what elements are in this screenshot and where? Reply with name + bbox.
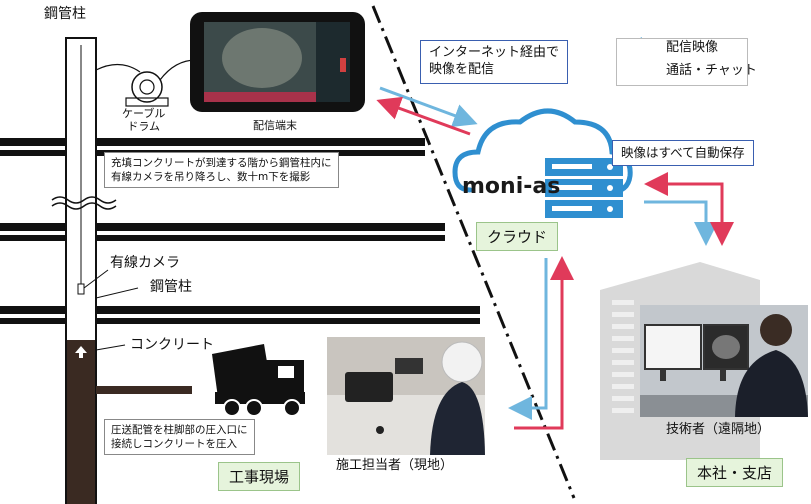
steel-column-label: 鋼管柱 — [150, 279, 192, 295]
delivery-terminal-label: 配信端末 — [253, 119, 297, 132]
cloud-icon — [452, 108, 633, 195]
site-tag: 工事現場 — [218, 462, 301, 491]
legend-box — [616, 38, 748, 86]
chat-arrow-office — [644, 172, 724, 240]
pump-note-box: 圧送配管を柱脚部の圧入口に 接続しコンクリートを圧入 — [104, 419, 255, 456]
video-arrow-up — [379, 86, 478, 128]
cable-drum-label-line2: ドラム — [127, 120, 160, 134]
chat-arrow-down — [376, 96, 471, 136]
concrete-label: コンクリート — [130, 337, 214, 353]
chat-arrow-worker — [514, 256, 574, 430]
break-mark — [51, 196, 117, 204]
pump-pipe — [96, 386, 192, 394]
steel-column-top-label: 鋼管柱 — [44, 6, 86, 22]
server-icon — [545, 158, 623, 218]
moni-as-logo: moni-as — [462, 174, 561, 199]
cable-drum-icon — [95, 59, 197, 107]
internet-note-line1: インターネット経由で — [429, 45, 560, 60]
wired-camera-icon — [77, 283, 85, 295]
instruction-box: 充填コンクリートが到達する階から鋼管柱内に 有線カメラを吊り降ろし、数十m下を撮… — [104, 152, 339, 189]
video-arrow-office — [644, 200, 718, 246]
cable-drum-label: ケーブル ドラム — [122, 107, 165, 133]
mixer-truck-icon — [212, 344, 305, 417]
tablet-icon — [190, 12, 365, 112]
internet-note-line2: 映像を配信 — [429, 61, 495, 77]
site-worker-photo — [327, 337, 485, 455]
video-arrow-worker — [508, 258, 548, 420]
office-engineer-photo — [640, 305, 808, 417]
wired-camera-label: 有線カメラ — [110, 255, 180, 271]
legend-chat-label: 通話・チャット — [666, 63, 757, 78]
pump-note-line2: 接続しコンクリートを圧入 — [111, 438, 237, 451]
concrete-rise-arrow — [75, 346, 87, 358]
instruction-line2: 有線カメラを吊り降ろし、数十m下を撮影 — [111, 171, 311, 184]
internet-note-box: インターネット経由で 映像を配信 — [420, 40, 569, 84]
pump-note-line1: 圧送配管を柱脚部の圧入口に — [111, 424, 248, 436]
instruction-line1: 充填コンクリートが到達する階から鋼管柱内に — [111, 157, 332, 169]
cloud-tag: クラウド — [476, 222, 559, 251]
engineer-label: 技術者（遠隔地） — [666, 422, 771, 437]
site-divider — [371, 5, 576, 499]
site-worker-label: 施工担当者（現地） — [336, 458, 454, 473]
legend-video-label: 配信映像 — [666, 40, 719, 55]
cable-drum-label-line1: ケーブル — [122, 107, 166, 120]
office-tag: 本社・支店 — [686, 458, 784, 487]
autosave-box: 映像はすべて自動保存 — [612, 140, 754, 167]
steel-column — [51, 37, 117, 504]
